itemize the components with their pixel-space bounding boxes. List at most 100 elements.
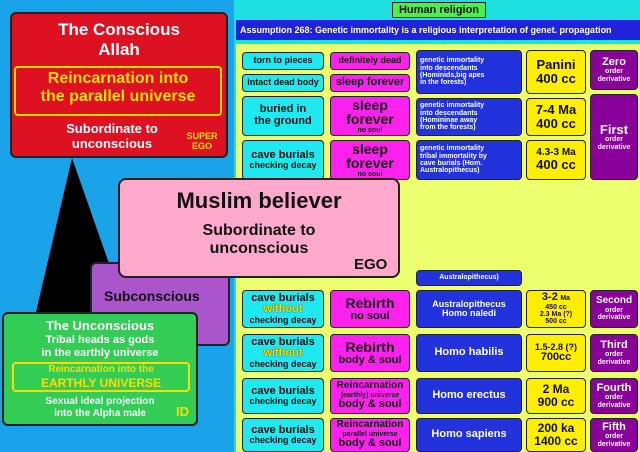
cell-text: Rebirth	[345, 294, 395, 311]
cell-text: order	[605, 433, 623, 441]
cell-text: sleep forever	[335, 76, 405, 89]
cell-text: order	[605, 351, 623, 359]
cell-text: 2.3 Ma (?)	[539, 311, 573, 319]
cell-text: 500 cc	[545, 318, 567, 326]
cell-text: into descendants	[420, 109, 478, 117]
id-inner-line: Reincarnation into the	[48, 364, 154, 375]
cell-text: (Hominids,big apes	[420, 72, 485, 79]
superego-reincarnation: Reincarnation into the parallel universe	[14, 66, 222, 116]
cell-text: checking decay	[249, 358, 317, 369]
cell-text: derivative	[597, 401, 631, 409]
id-box: The Unconscious Tribal heads as gods in …	[2, 312, 198, 426]
cell-text: cave burials	[251, 384, 315, 397]
cell-text: no soul	[357, 127, 383, 135]
cell-sleep-forever: sleep forever	[330, 74, 410, 92]
id-line: Tribal heads as gods	[45, 333, 155, 346]
cell-text: body & soul	[338, 353, 402, 366]
cell-text: Third	[600, 338, 628, 351]
ego-box: Muslim believer Subordinate to unconscio…	[118, 178, 400, 278]
cell-text: cave burials	[251, 335, 315, 348]
cell-text: Reincarnation	[336, 419, 404, 431]
cell-text: no soul	[357, 171, 383, 179]
cell-sapiens: Homo sapiens	[416, 418, 522, 452]
cell-text: genetic immortality	[420, 145, 485, 153]
id-reincarnation: Reincarnation into the EARTHLY UNIVERSE	[12, 362, 190, 392]
id-text-bottom: Sexual ideal projection into the Alpha m…	[4, 396, 196, 420]
cell-text: checking decay	[249, 435, 317, 446]
ego-title: Muslim believer	[176, 188, 342, 213]
cell-text: Australopithecus	[432, 298, 506, 309]
superego-sub-line: Subordinate to	[66, 121, 158, 136]
cell-torn: torn to pieces	[242, 52, 324, 70]
cell-1-5-ma: 1.5-2.8 (?)700cc	[526, 334, 586, 372]
ego-sub-line: Subordinate to	[202, 222, 316, 239]
ego-tag: EGO	[354, 256, 388, 273]
cell-text: 450 cc	[545, 303, 567, 311]
cell-text: torn to pieces	[253, 55, 313, 66]
cell-text: intact dead body	[247, 77, 319, 88]
cell-text: order	[605, 68, 623, 76]
cell-text: Fifth	[602, 420, 626, 433]
cell-text: (earthly) universe	[340, 391, 400, 399]
cell-text: 1400 cc	[534, 434, 578, 448]
superego-tag-line: EGO	[191, 140, 212, 151]
superego-inner-line: the parallel universe	[40, 88, 196, 106]
cell-text: checking decay	[249, 314, 317, 325]
cell-text: checking decay	[249, 160, 317, 171]
cell-text: cave burials (Hom.	[420, 160, 483, 167]
superego-tag-line: SUPER	[186, 131, 218, 141]
cell-text: order	[605, 306, 623, 314]
cell-text: 3-2 Ma	[542, 291, 570, 304]
superego-inner-line: Reincarnation into	[47, 70, 189, 87]
cell-text: Homo sapiens	[431, 428, 507, 441]
cell-text: Homo naledi	[441, 308, 496, 318]
ego-sub-line: unconscious	[209, 240, 309, 258]
cell-text: 4.3-3 Ma	[536, 146, 576, 158]
cell-text: First	[599, 121, 629, 137]
cell-erectus: Homo erectus	[416, 378, 522, 414]
cell-text: Reincarnation	[336, 380, 404, 392]
cell-text: 400 cc	[536, 157, 576, 173]
cell-text: Australopithecus)	[420, 167, 480, 175]
cell-text: buried in	[259, 103, 307, 116]
cell-text: the ground	[254, 115, 312, 127]
cell-text: order	[605, 394, 623, 402]
cell-text: definitely dead	[338, 55, 402, 66]
superego-subordinate: Subordinate to unconscious	[12, 121, 212, 152]
superego-title-line: Allah	[98, 40, 140, 60]
cell-text: derivative	[597, 358, 631, 366]
superego-box: The Conscious Allah Subordinate to uncon…	[10, 12, 228, 158]
cell-text: Fourth	[596, 381, 632, 394]
cell-text: 400 cc	[536, 71, 576, 86]
superego-tag: SUPER EGO	[182, 131, 222, 152]
id-line: in the earthly universe	[41, 346, 159, 359]
cell-text: cave burials	[251, 291, 315, 304]
cell-text: sleep	[352, 140, 388, 157]
cell-text: derivative	[597, 440, 631, 448]
cell-text: 400 cc	[536, 116, 576, 131]
id-tag: ID	[176, 404, 189, 419]
cell-text: tribal immortality by	[420, 152, 487, 160]
id-line: Sexual ideal projection	[45, 396, 155, 407]
cell-text: into descendants	[420, 64, 478, 72]
cell-text: 7-4 Ma	[535, 102, 577, 118]
cell-text: cave burials	[251, 148, 315, 161]
cell-text: 700cc	[540, 350, 572, 363]
cell-text: no soul	[350, 309, 390, 322]
